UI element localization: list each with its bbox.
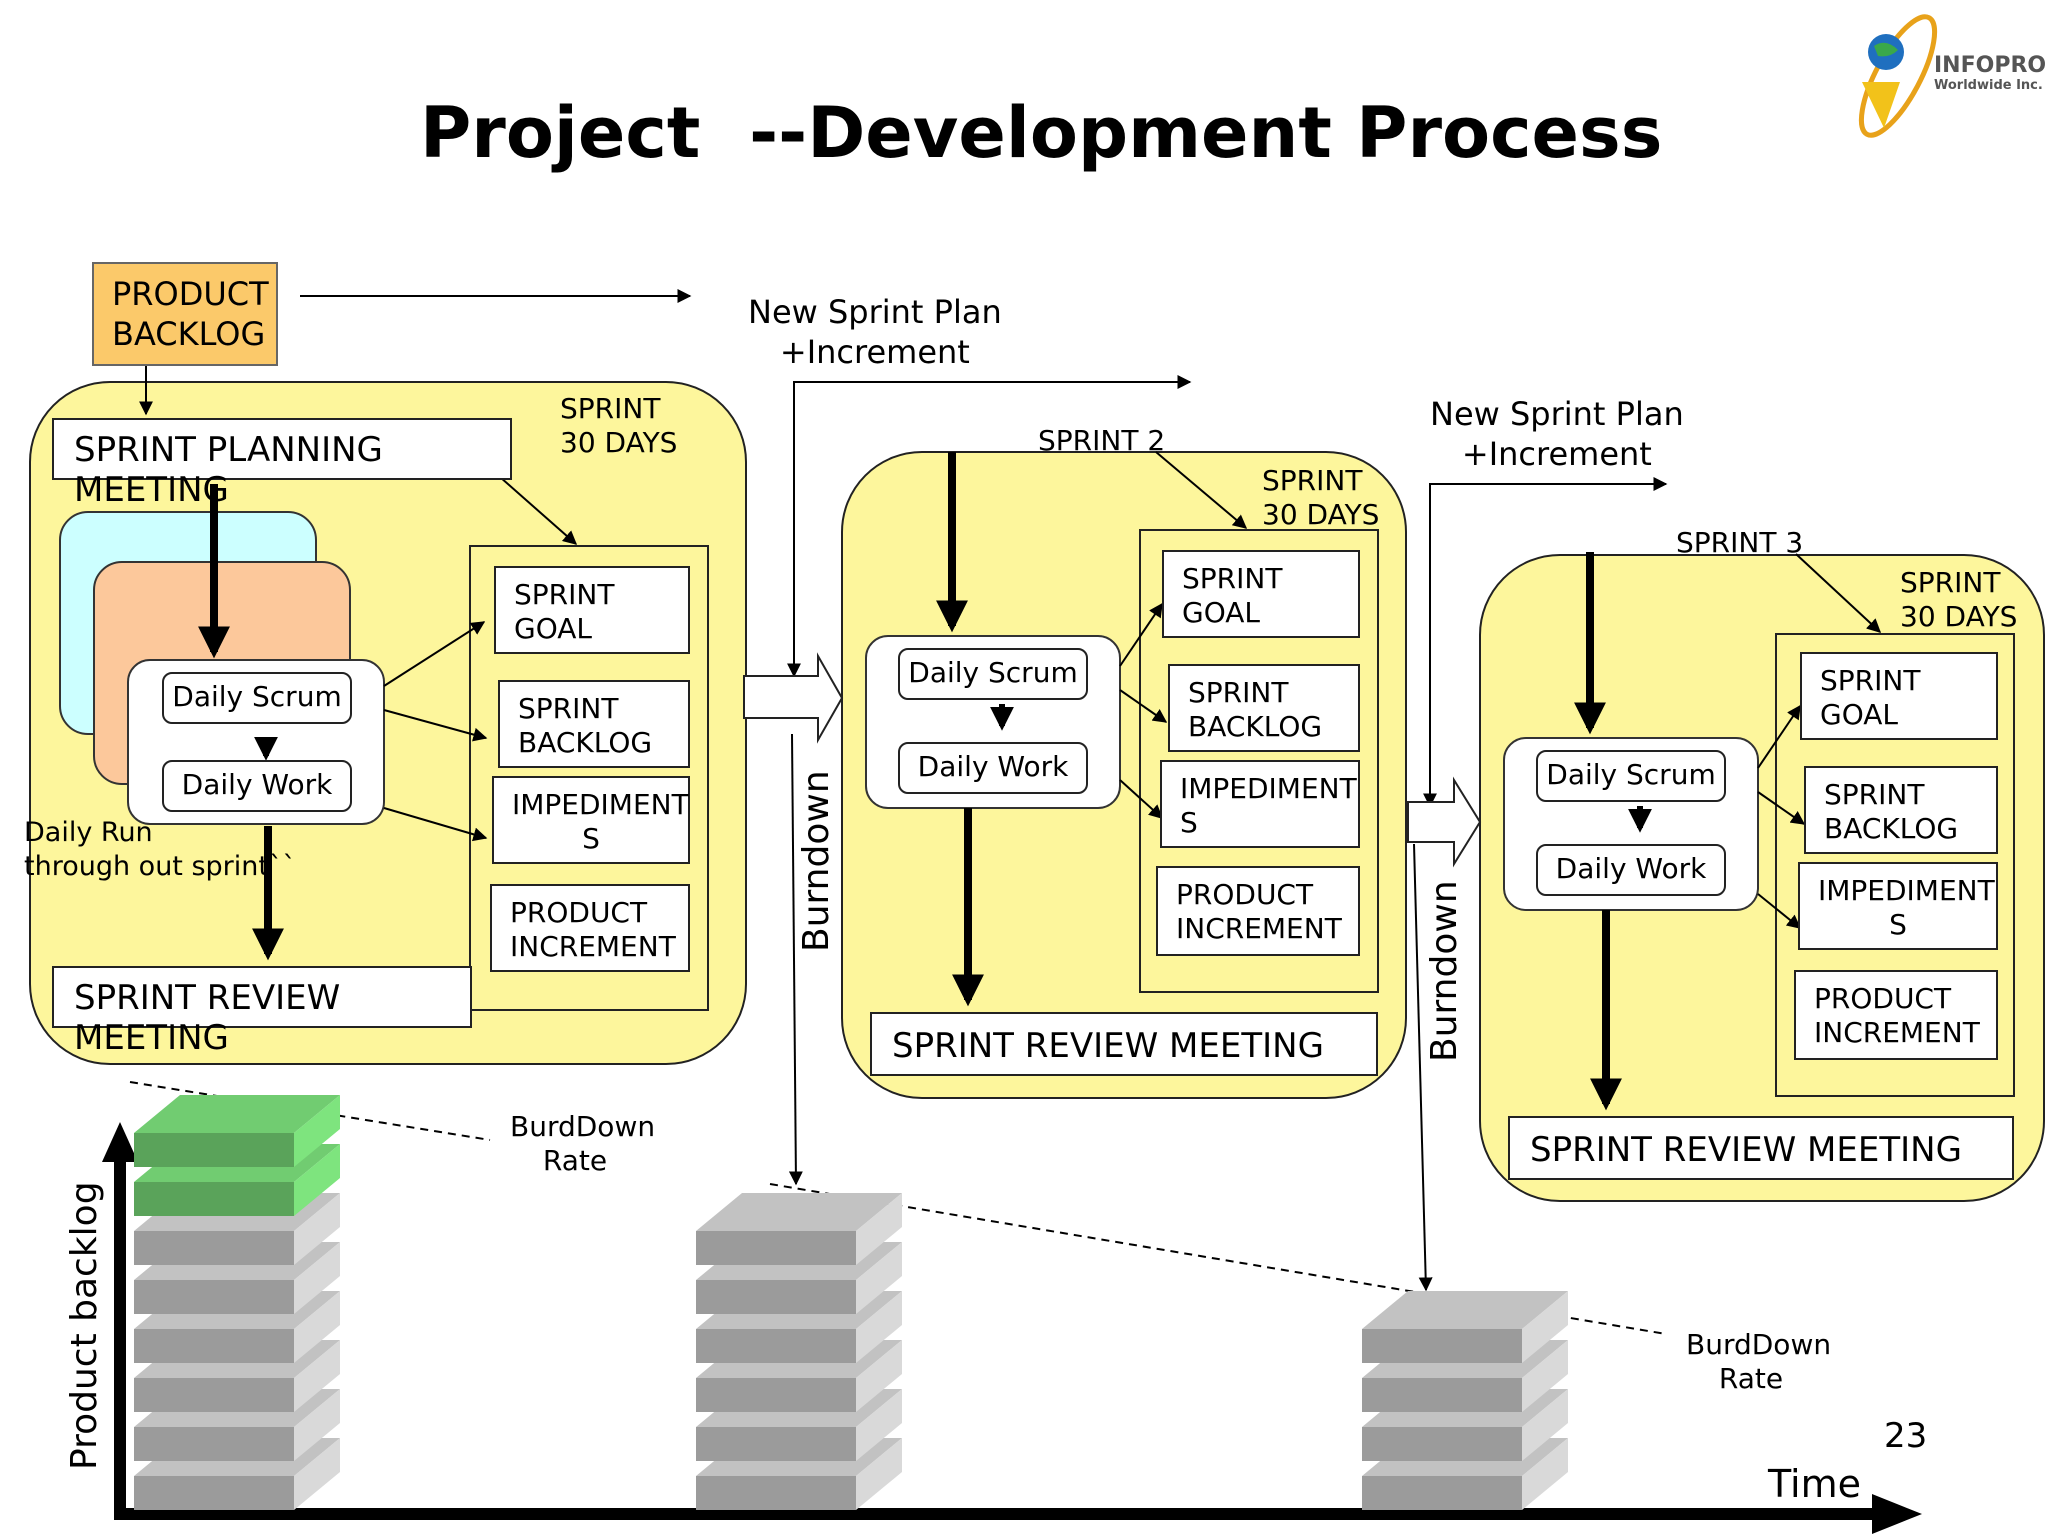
sprint2-backlog: SPRINT BACKLOG xyxy=(1168,664,1360,752)
sprint3-label: SPRINT 3 xyxy=(1676,526,1804,559)
sprint1-impediments: IMPEDIMENT S xyxy=(492,776,690,864)
sprint1-planning-meeting: SPRINT PLANNING MEETING xyxy=(52,418,512,510)
sprint3-backlog: SPRINT BACKLOG xyxy=(1804,766,1998,854)
sprint3-product-increment: PRODUCT INCREMENT xyxy=(1794,970,1998,1060)
sprint3-review-meeting: SPRINT REVIEW MEETING xyxy=(1508,1116,2014,1180)
sprint3-daily-scrum: Daily Scrum xyxy=(1536,750,1726,802)
backlog-stack-after-sprint1 xyxy=(696,1193,902,1510)
product-backlog: PRODUCT BACKLOG xyxy=(92,262,278,366)
backlog-block xyxy=(696,1193,902,1265)
sprint2-review-meeting: SPRINT REVIEW MEETING xyxy=(870,1012,1378,1076)
sprint1-daily-scrum: Daily Scrum xyxy=(162,672,352,724)
backlog-stack-after-sprint2 xyxy=(1362,1291,1568,1510)
sprint3-daily-work: Daily Work xyxy=(1536,844,1726,896)
backlog-stack-start xyxy=(134,1095,340,1510)
backlog-block xyxy=(1362,1291,1568,1363)
new-sprint-plan-label-1: New Sprint Plan +Increment xyxy=(748,293,1002,371)
sprint2-daily-work: Daily Work xyxy=(898,742,1088,794)
sprint2-impediments: IMPEDIMENT S xyxy=(1160,760,1360,848)
sprint3-goal: SPRINT GOAL xyxy=(1800,652,1998,740)
sprint2-artifacts-frame xyxy=(1139,529,1379,993)
sprint-transition-arrow-1 xyxy=(743,652,844,744)
logo-tagline: Worldwide Inc. xyxy=(1934,78,2043,93)
sprint3-artifacts-frame xyxy=(1775,633,2015,1097)
sprint1-daily-work: Daily Work xyxy=(162,760,352,812)
sprint1-artifacts-frame xyxy=(469,545,709,1011)
sprint2-product-increment: PRODUCT INCREMENT xyxy=(1156,866,1360,956)
logo-name: INFOPRO xyxy=(1934,53,2047,78)
burndown-rate-label-2: BurdDown Rate xyxy=(1686,1328,1832,1395)
page-title: Project --Development Process xyxy=(420,92,1663,174)
sprint1-goal: SPRINT GOAL xyxy=(494,566,690,654)
infopro-logo-icon xyxy=(1858,14,1938,138)
sprint2-duration: SPRINT 30 DAYS xyxy=(1262,464,1380,531)
sprint3-impediments: IMPEDIMENT S xyxy=(1798,862,1998,950)
sprint1-product-increment: PRODUCT INCREMENT xyxy=(490,884,690,972)
sprint1-duration: SPRINT 30 DAYS xyxy=(560,392,678,459)
sprint-transition-arrow-2 xyxy=(1407,776,1482,868)
x-axis-label: Time xyxy=(1768,1462,1861,1506)
burndown-label-1: Burndown xyxy=(796,770,837,952)
backlog-block-green xyxy=(134,1095,340,1167)
sprint2-label: SPRINT 2 xyxy=(1038,424,1166,457)
burndown-rate-label-1: BurdDown Rate xyxy=(510,1110,656,1177)
sprint2-goal: SPRINT GOAL xyxy=(1162,550,1360,638)
y-axis-label: Product backlog xyxy=(64,1181,105,1470)
page-number: 23 xyxy=(1884,1416,1928,1456)
sprint1-backlog: SPRINT BACKLOG xyxy=(498,680,690,768)
sprint1-daily-run: Daily Run through out sprint`` xyxy=(24,817,296,882)
sprint1-review-meeting: SPRINT REVIEW MEETING xyxy=(52,966,472,1058)
sprint2-daily-scrum: Daily Scrum xyxy=(898,648,1088,700)
burndown-label-2: Burndown xyxy=(1424,880,1465,1062)
sprint3-duration: SPRINT 30 DAYS xyxy=(1900,566,2018,633)
new-sprint-plan-label-2: New Sprint Plan +Increment xyxy=(1430,395,1684,473)
